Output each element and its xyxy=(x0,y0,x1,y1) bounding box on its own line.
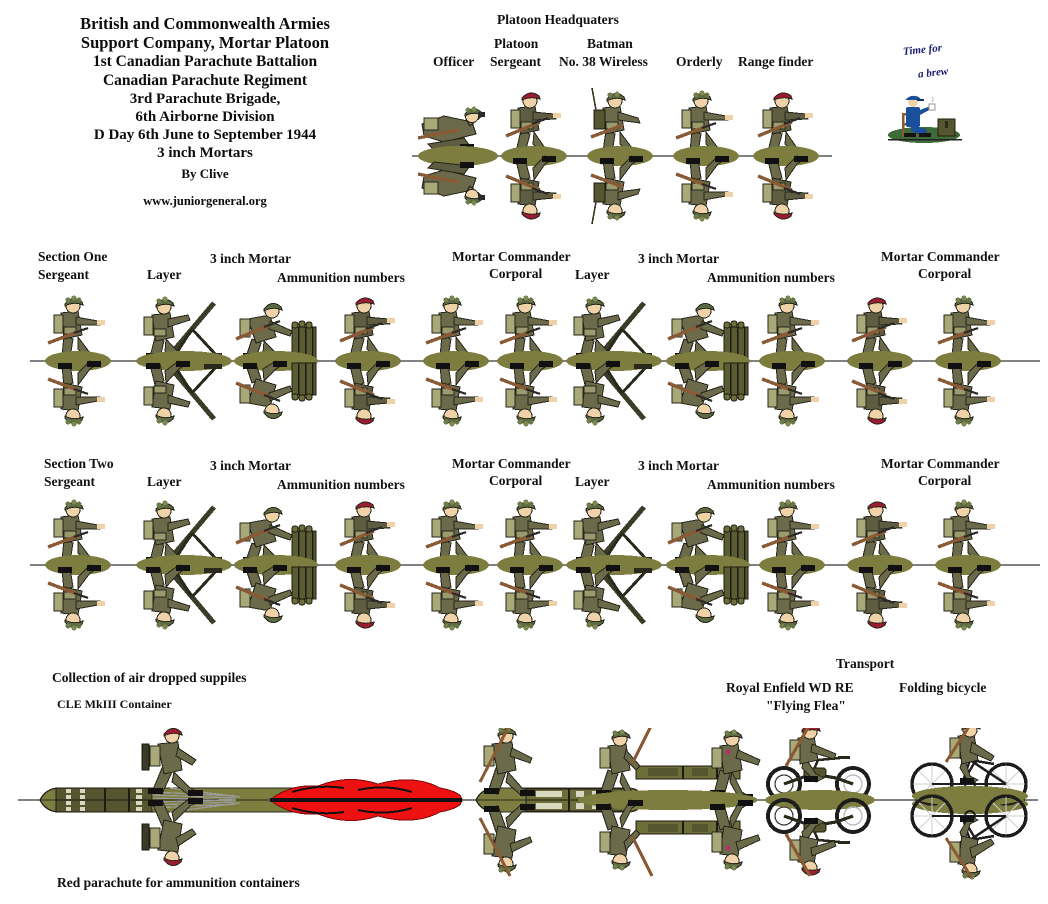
hq-label-rangefinder: Range finder xyxy=(738,54,814,69)
section-one-layer-a: Layer xyxy=(147,267,182,282)
s2-fig-commander-b xyxy=(845,500,915,630)
section-one-layer-b: Layer xyxy=(575,267,610,282)
transport-heading: Transport xyxy=(836,656,895,671)
section-two-layer-b: Layer xyxy=(575,474,610,489)
container-carry-party xyxy=(576,728,762,878)
section-two-commander-a: Mortar Commander xyxy=(452,456,571,471)
s2-fig-ammo-b1 xyxy=(664,505,752,625)
s1-fig-layer-b xyxy=(566,296,662,425)
section-two-ammo-a: Ammunition numbers xyxy=(277,477,405,492)
section-one-commander-b: Mortar Commander xyxy=(881,249,1000,264)
hq-figure-orderly xyxy=(671,88,741,224)
section-one-commander-a: Mortar Commander xyxy=(452,249,571,264)
brew-vignette xyxy=(880,85,970,145)
s1-fig-commander-b2 xyxy=(933,293,1003,429)
motorcycle-label-nickname: "Flying Flea" xyxy=(766,698,846,713)
title-line-6: 6th Airborne Division xyxy=(135,109,275,125)
motorcycle-label: Royal Enfield WD RE xyxy=(726,680,854,695)
cle-container-with-parachute xyxy=(39,728,463,866)
s1-fig-commander-a xyxy=(421,293,491,429)
section-two-mortar-a: 3 inch Mortar xyxy=(210,458,291,473)
section-one-commander-b-rank: Corporal xyxy=(918,266,972,281)
s1-fig-ammo-a1 xyxy=(232,301,320,421)
title-line-2: Support Company, Mortar Platoon xyxy=(80,33,330,52)
title-line-8: 3 inch Mortars xyxy=(157,145,253,161)
section-one-name: Section One xyxy=(38,249,108,264)
section-two-commander-b: Mortar Commander xyxy=(881,456,1000,471)
s1-fig-sergeant xyxy=(43,293,113,429)
s2-fig-layer-a xyxy=(136,500,232,629)
s1-fig-ammo-b1 xyxy=(664,301,752,421)
hq-figure-range-finder xyxy=(751,91,821,221)
section-one-commander-a-rank: Corporal xyxy=(489,266,543,281)
section-two-name: Section Two xyxy=(44,456,114,471)
section-two-figure-row xyxy=(30,496,1040,634)
section-one-ammo-b: Ammunition numbers xyxy=(707,270,835,285)
title-line-3: 1st Canadian Parachute Battalion xyxy=(92,53,318,70)
s2-fig-ammo-a2 xyxy=(333,500,403,630)
title-line-1: British and Commonwealth Armies xyxy=(80,14,330,33)
s1-fig-commander-a2 xyxy=(495,293,565,429)
s2-fig-ammo-b2 xyxy=(757,497,827,633)
title-line-5: 3rd Parachute Brigade, xyxy=(129,91,281,107)
s2-fig-sergeant xyxy=(43,497,113,633)
s2-fig-commander-a2 xyxy=(495,497,565,633)
s2-fig-layer-b xyxy=(566,500,662,629)
hq-label-wireless: No. 38 Wireless xyxy=(559,54,648,69)
s1-fig-ammo-a2 xyxy=(333,296,403,426)
section-one-figure-row xyxy=(30,292,1040,430)
author-credit: By Clive xyxy=(181,166,229,181)
bicycle-label: Folding bicycle xyxy=(899,680,987,695)
parachute-caption: Red parachute for ammunition containers xyxy=(57,875,300,890)
s1-fig-ammo-b2 xyxy=(757,293,827,429)
section-one-mortar-a: 3 inch Mortar xyxy=(210,251,291,266)
cle-container-label: CLE MkIII Container xyxy=(57,697,172,711)
section-one-mortar-b: 3 inch Mortar xyxy=(638,251,719,266)
supplies-figure-row xyxy=(18,728,1038,888)
hq-figure-batman-wireless xyxy=(585,88,655,224)
hq-figure-platoon-sergeant xyxy=(499,91,569,221)
hq-figure-row xyxy=(412,88,832,224)
hq-label-officer: Officer xyxy=(433,54,475,69)
section-one-rank: Sergeant xyxy=(38,267,89,282)
section-two-commander-b-rank: Corporal xyxy=(918,473,972,488)
section-two-ammo-b: Ammunition numbers xyxy=(707,477,835,492)
s1-fig-commander-b xyxy=(845,296,915,426)
hq-label-orderly: Orderly xyxy=(676,54,723,69)
royal-enfield-flying-flea xyxy=(763,728,877,878)
s1-fig-layer-a xyxy=(136,296,232,425)
section-two-commander-a-rank: Corporal xyxy=(489,473,543,488)
title-line-7: D Day 6th June to September 1944 xyxy=(93,127,317,143)
cle-container-small-group xyxy=(475,728,643,877)
s2-fig-commander-a xyxy=(421,497,491,633)
hq-label-sergeant-top: Platoon xyxy=(494,36,539,51)
section-two-mortar-b: 3 inch Mortar xyxy=(638,458,719,473)
brew-text-line1: Time for xyxy=(902,41,943,59)
hq-label-batman-top: Batman xyxy=(587,36,633,51)
website-url: www.juniorgeneral.org xyxy=(143,194,267,208)
hq-heading: Platoon Headquaters xyxy=(497,12,619,27)
supplies-heading: Collection of air dropped suppiles xyxy=(52,670,247,685)
brew-text-line2: a brew xyxy=(917,65,949,81)
section-one-ammo-a: Ammunition numbers xyxy=(277,270,405,285)
s2-fig-ammo-a1 xyxy=(232,505,320,625)
section-two-layer-a: Layer xyxy=(147,474,182,489)
title-line-4: Canadian Parachute Regiment xyxy=(102,72,308,89)
s2-fig-commander-b2 xyxy=(933,497,1003,633)
folding-bicycle xyxy=(910,728,1030,882)
section-two-rank: Sergeant xyxy=(44,474,95,489)
title-block: British and Commonwealth Armies Support … xyxy=(0,14,410,211)
hq-label-sergeant: Sergeant xyxy=(490,54,541,69)
hq-figure-officer xyxy=(416,104,500,207)
